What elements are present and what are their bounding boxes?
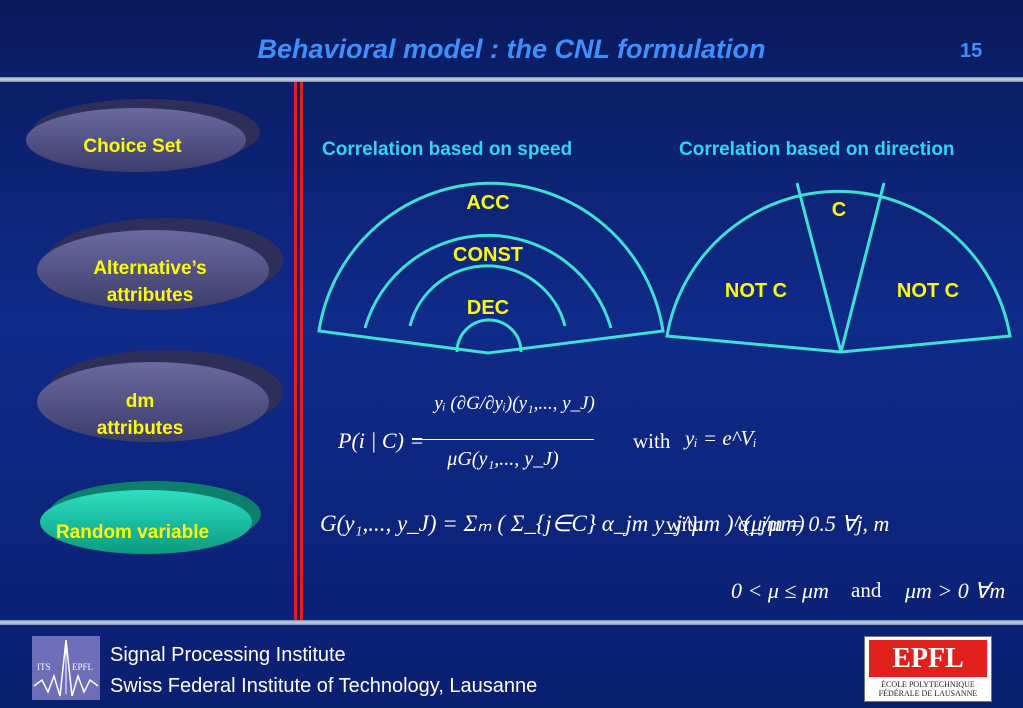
eq-alpha-definition: α_jm = 0.5 ∀j, m [738,511,890,536]
direction-diagram-title: Correlation based on direction [679,139,955,160]
its-logo-left-text: ITS [37,662,51,672]
footer-line-1: Signal Processing Institute [110,644,346,666]
region-not-c-left: NOT C [724,280,788,302]
pill-random-variable[interactable] [40,481,261,554]
correlation-diagrams [317,181,1012,355]
vertical-divider-right [300,82,303,620]
eq-g-definition: G(y₁,..., y_J) = Σₘ ( Σ_{j∈C} α_jm y_j^μ… [320,511,805,536]
footer-rule [0,620,1023,625]
eq-denominator: μG(y₁,..., y_J) [447,448,559,470]
slide-title: Behavioral model : the CNL formulation [257,34,766,64]
region-dec: DEC [466,297,510,319]
eq-with-1: with [633,429,671,453]
header-rule [0,77,1023,82]
pill-label-random-variable: Random variable [55,522,210,543]
pill-alternatives-attributes[interactable] [37,218,283,310]
its-signal-icon [33,639,99,697]
eq-fraction-bar [412,439,594,440]
eq-prob-label: P(i | C) = [338,428,425,453]
eq-mu-condition: 0 < μ ≤ μm [731,578,829,603]
eq-and: and [851,578,882,602]
footer-line-2: Swiss Federal Institute of Technology, L… [110,675,538,697]
speed-fan [317,181,665,355]
region-c: C [831,199,847,221]
its-logo: ITS EPFL [32,636,100,700]
page-number: 15 [960,40,983,62]
pill-choice-set[interactable] [26,99,260,172]
region-const: CONST [453,244,523,266]
its-logo-right-text: EPFL [72,662,94,672]
eq-numerator: yᵢ (∂G/∂yᵢ)(y₁,..., y_J) [434,393,595,414]
vertical-divider-left [294,82,297,620]
direction-fan [665,182,1012,354]
pill-dm-attributes[interactable] [37,350,283,442]
eq-with-2: with [666,512,704,536]
epfl-logo-mark: EPFL [869,640,987,677]
region-not-c-right: NOT C [896,280,960,302]
sidebar-pills-graphic [26,99,283,554]
region-acc: ACC [466,192,510,214]
eq-mum-condition: μm > 0 ∀m [905,578,1006,603]
pill-label-choice-set: Choice Set [83,136,182,157]
speed-diagram-title: Correlation based on speed [322,139,573,160]
eq-yi-definition: yᵢ = e^Vᵢ [685,426,757,450]
